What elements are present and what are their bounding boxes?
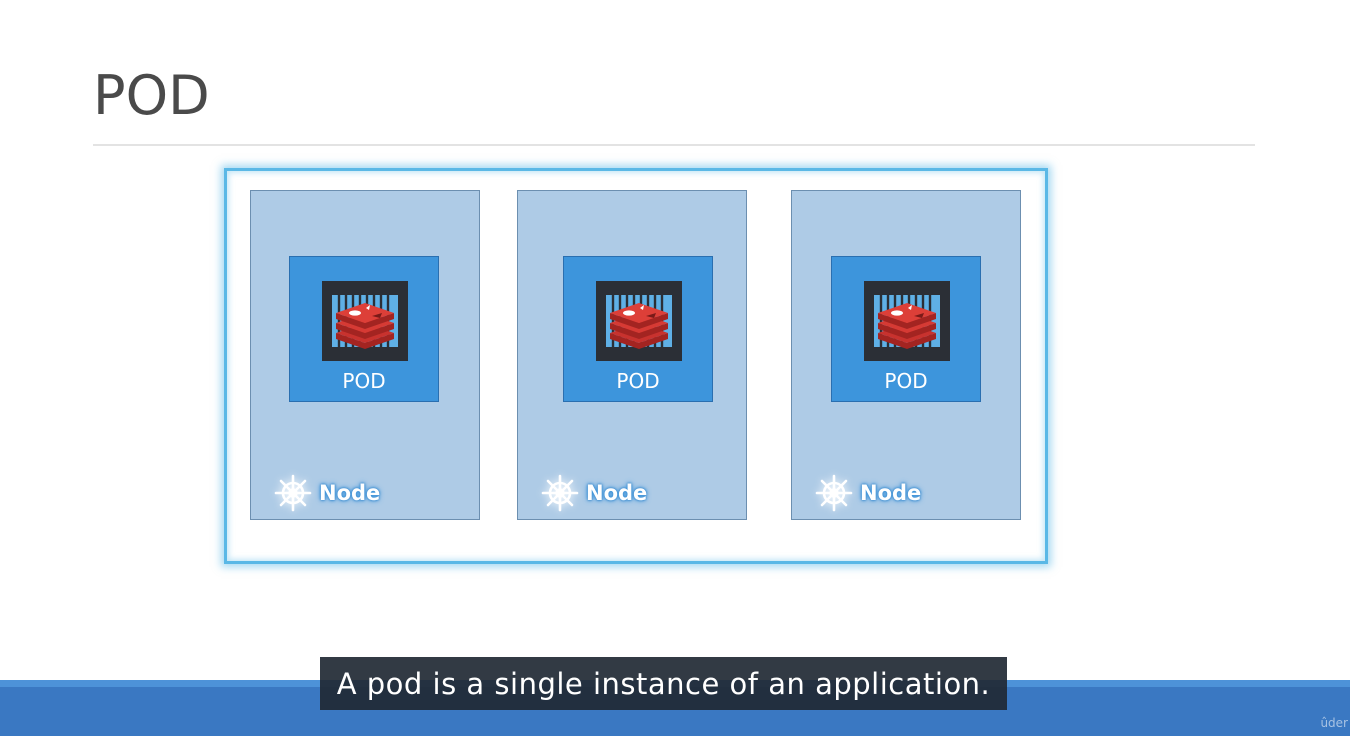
pod-label: POD (616, 369, 660, 393)
node-box: POD Node (517, 190, 747, 520)
node-box: POD Node (791, 190, 1021, 520)
node-label-group: Node (814, 473, 921, 513)
node-label: Node (319, 481, 381, 505)
container-icon (322, 281, 408, 361)
container-icon (864, 281, 950, 361)
kubernetes-helm-icon (814, 473, 854, 513)
node-label-group: Node (273, 473, 380, 513)
title-divider (93, 144, 1255, 146)
container-icon (596, 281, 682, 361)
node-label: Node (586, 481, 648, 505)
node-label-group: Node (540, 473, 647, 513)
node-box: POD Node (250, 190, 480, 520)
kubernetes-helm-icon (273, 473, 313, 513)
pod-label: POD (342, 369, 386, 393)
pod-box: POD (289, 256, 439, 402)
pod-box: POD (831, 256, 981, 402)
pod-box: POD (563, 256, 713, 402)
pod-label: POD (884, 369, 928, 393)
kubernetes-helm-icon (540, 473, 580, 513)
node-label: Node (860, 481, 922, 505)
subtitle-caption: A pod is a single instance of an applica… (320, 657, 1007, 710)
watermark-logo: ûder (1320, 716, 1348, 730)
slide-title: POD (93, 64, 210, 127)
